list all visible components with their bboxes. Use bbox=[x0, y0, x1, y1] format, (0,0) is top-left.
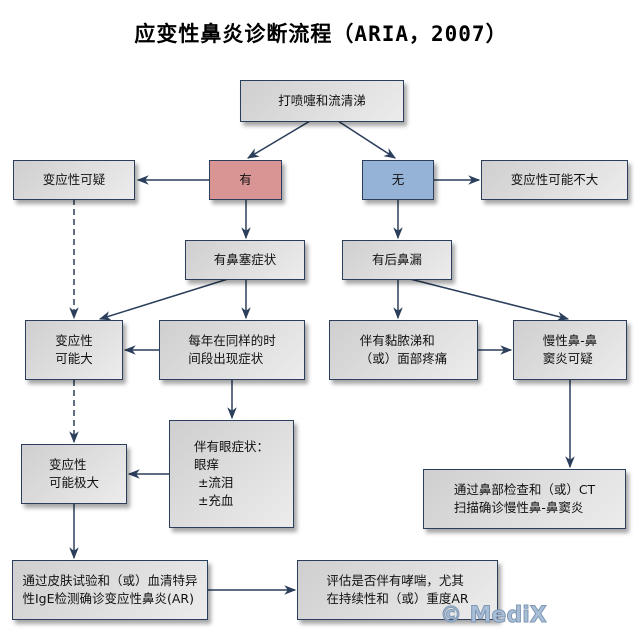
arrow-sneeze-to-yes bbox=[246, 120, 311, 159]
node-yes: 有 bbox=[209, 160, 282, 200]
node-sneeze: 打喷嚏和流清涕 bbox=[240, 80, 404, 122]
node-label: 每年在同样的时 间段出现症状 bbox=[188, 333, 276, 366]
node-seasonal-symptoms: 每年在同样的时 间段出现症状 bbox=[159, 320, 305, 380]
node-label: 变应性 可能大 bbox=[55, 333, 93, 366]
node-allergy-likely: 变应性 可能大 bbox=[25, 320, 123, 380]
node-crs-confirm: 通过鼻部检查和（或）CT 扫描确诊慢性鼻-鼻窦炎 bbox=[423, 469, 626, 529]
node-label: 有鼻塞症状 bbox=[213, 252, 277, 267]
node-label: 伴有黏脓涕和 （或）面部疼痛 bbox=[359, 333, 448, 366]
node-eye-symptoms: 伴有眼症状： 眼痒 ±流泪 ±充血 bbox=[169, 420, 294, 528]
node-allergy-very-likely: 变应性 可能极大 bbox=[21, 444, 127, 504]
node-purulent-discharge: 伴有黏脓涕和 （或）面部疼痛 bbox=[329, 320, 478, 380]
node-label: 有后鼻漏 bbox=[371, 252, 422, 267]
node-label: 无 bbox=[391, 172, 405, 187]
node-allergy-suspected: 变应性可疑 bbox=[13, 160, 135, 200]
node-nasal-obstruction: 有鼻塞症状 bbox=[185, 240, 305, 280]
node-label: 通过鼻部检查和（或）CT 扫描确诊慢性鼻-鼻窦炎 bbox=[453, 482, 596, 515]
node-label: 打喷嚏和流清涕 bbox=[278, 93, 366, 108]
node-label: 有 bbox=[239, 172, 252, 187]
node-label: 评估是否伴有哮喘，尤其 在持续性和（或）重度AR bbox=[326, 573, 469, 606]
node-label: 变应性可疑 bbox=[42, 172, 106, 187]
node-label: 伴有眼症状： 眼痒 ±流泪 ±充血 bbox=[193, 439, 269, 508]
page-title: 应变性鼻炎诊断流程（ARIA，2007） bbox=[134, 22, 508, 46]
node-ar-confirm: 通过皮肤试验和（或）血清特异 性IgE检测确诊变应性鼻炎(AR) bbox=[12, 560, 208, 620]
node-label: 通过皮肤试验和（或）血清特异 性IgE检测确诊变应性鼻炎(AR) bbox=[22, 573, 198, 606]
node-no: 无 bbox=[362, 160, 434, 200]
node-label: 慢性鼻-鼻 窦炎可疑 bbox=[542, 333, 598, 366]
node-postnasal-drip: 有后鼻漏 bbox=[342, 240, 452, 280]
arrow-sneeze-to-no bbox=[337, 120, 397, 159]
node-asthma-assess: 评估是否伴有哮喘，尤其 在持续性和（或）重度AR bbox=[297, 560, 498, 620]
node-allergy-unlikely: 变应性可能不大 bbox=[481, 160, 628, 200]
arrow-obstruction-to-likely bbox=[98, 278, 229, 321]
node-label: 变应性可能不大 bbox=[510, 172, 599, 187]
node-crs-suspected: 慢性鼻-鼻 窦炎可疑 bbox=[513, 320, 627, 380]
arrow-postnasal-to-crs bbox=[409, 278, 570, 322]
watermark-logo: © MediX bbox=[440, 603, 548, 629]
node-label: 变应性 可能极大 bbox=[48, 457, 99, 490]
